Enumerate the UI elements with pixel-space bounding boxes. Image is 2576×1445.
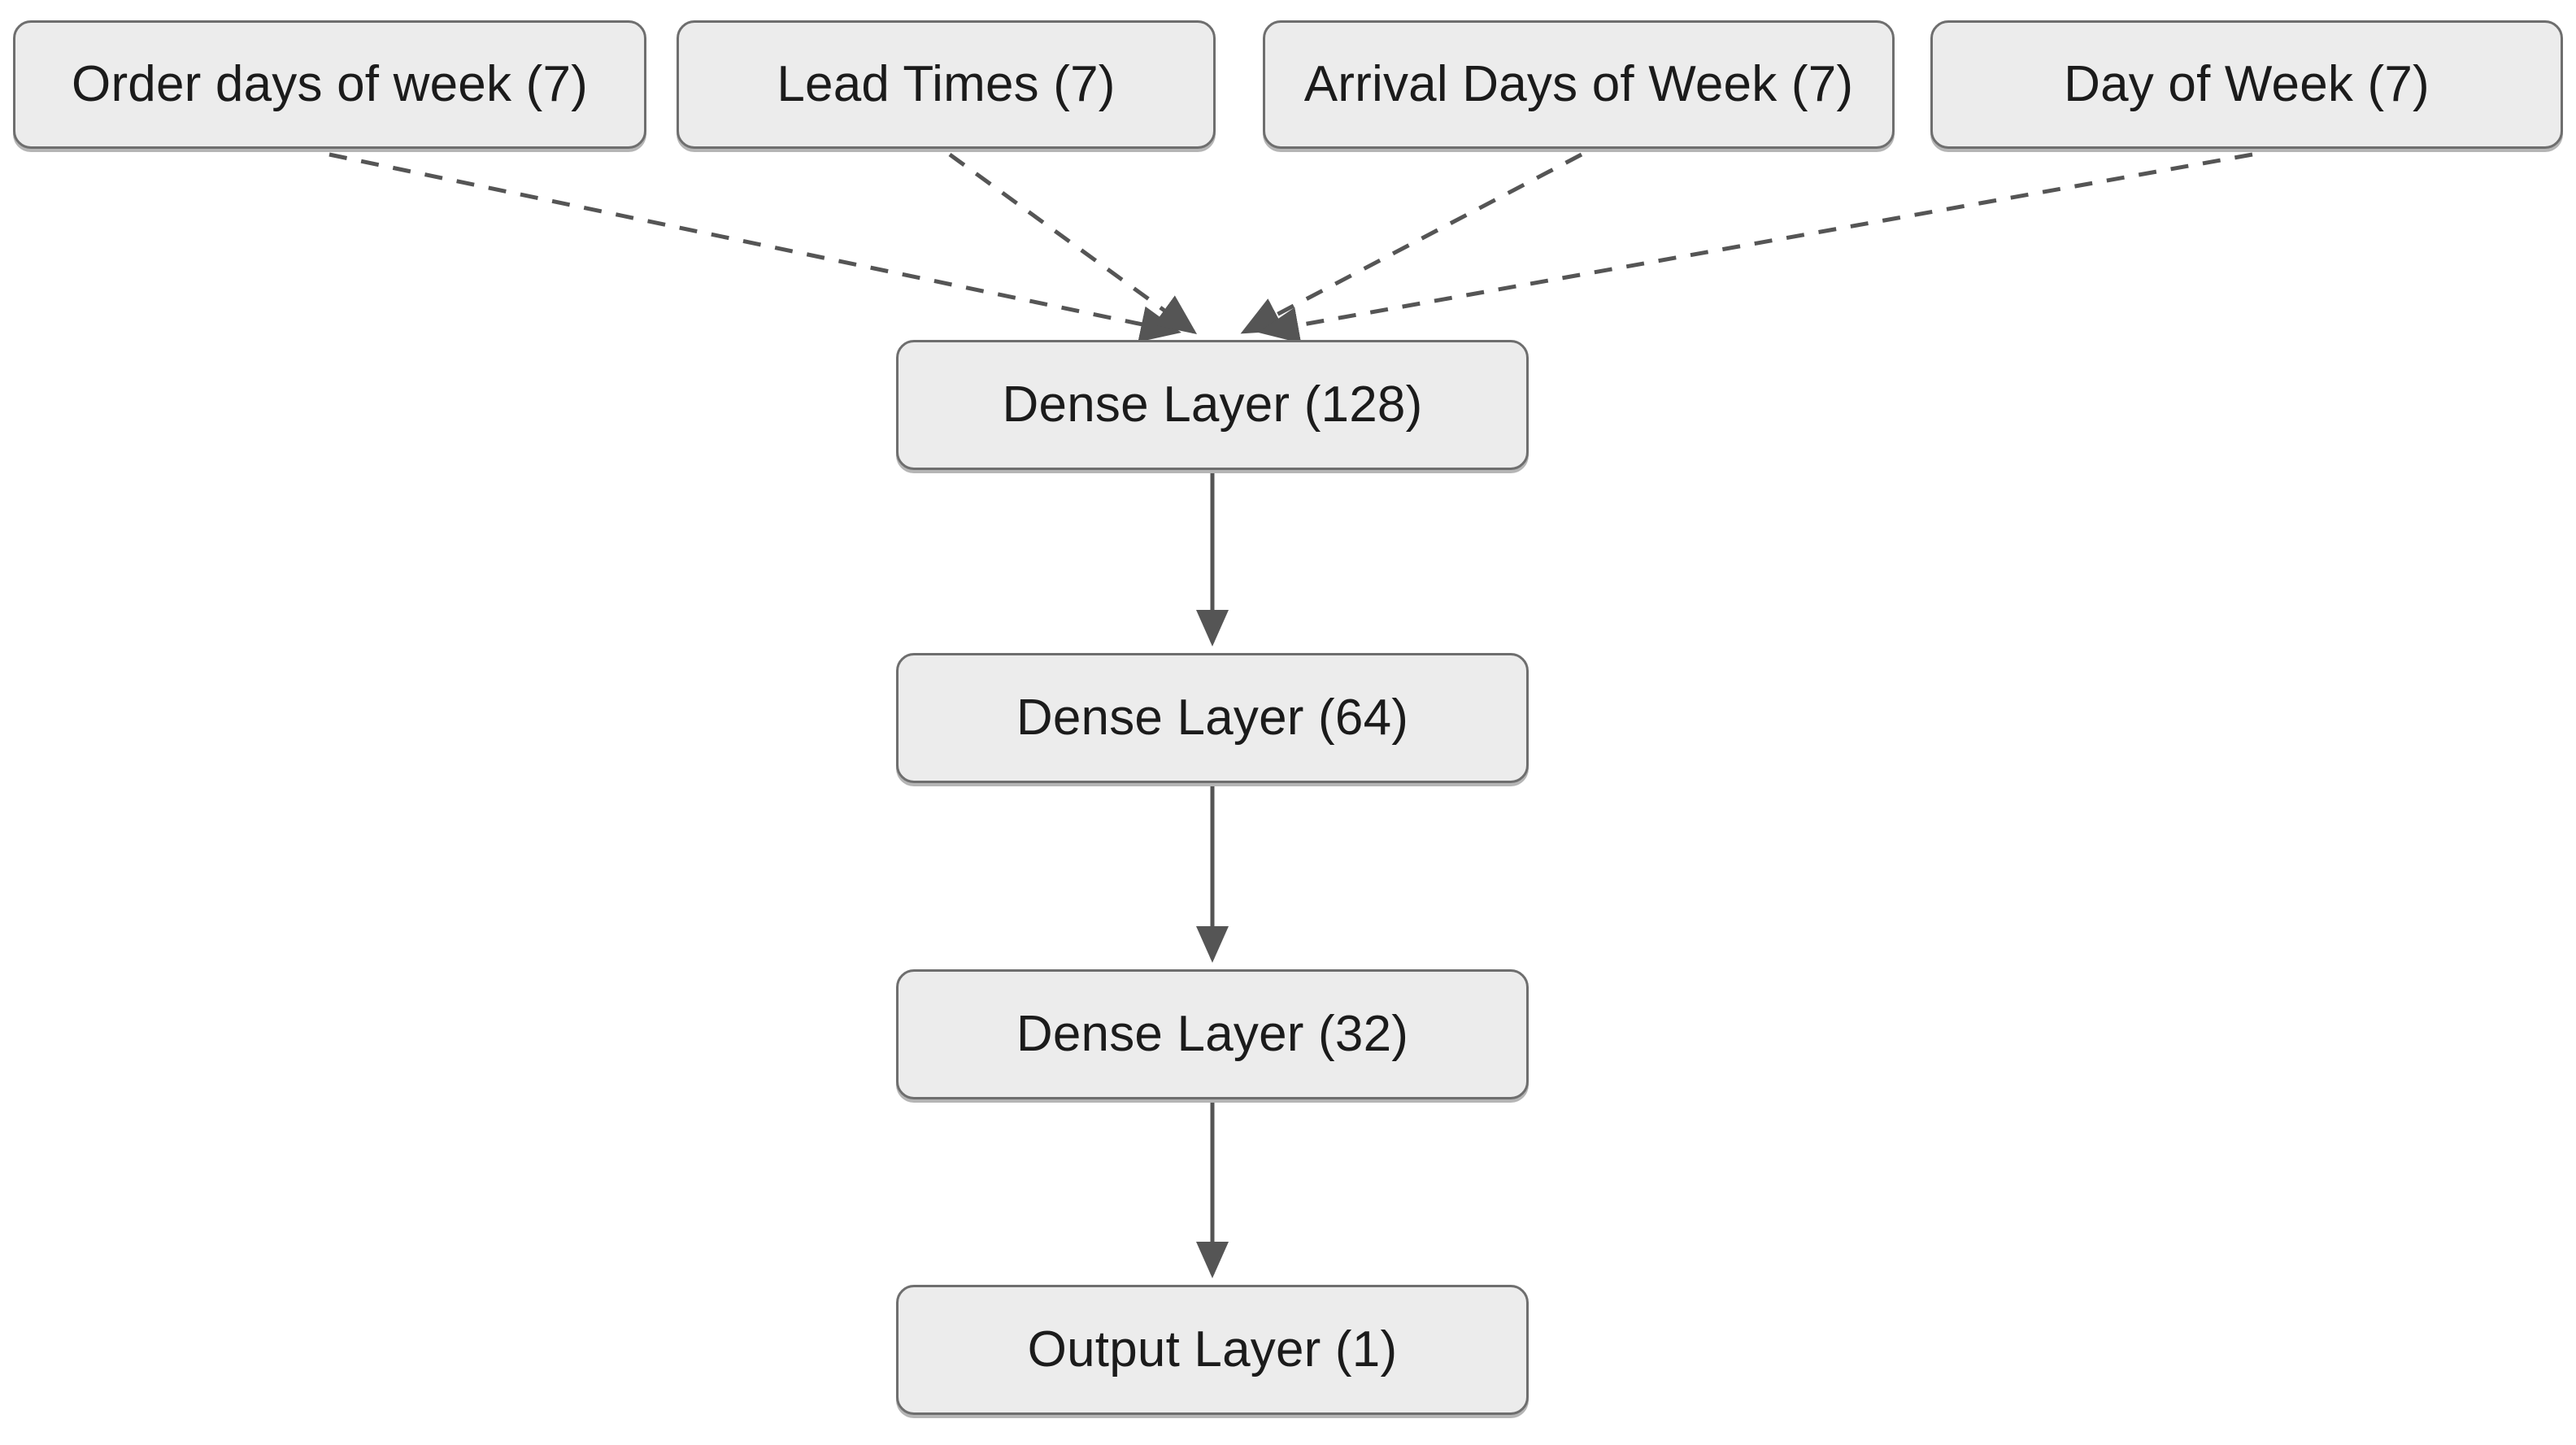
edge-arrival-days-to-dense-128 [1240, 152, 1583, 334]
node-dense-layer-32[interactable]: Dense Layer (32) [896, 969, 1529, 1099]
edge-lead-times-to-dense-128 [948, 152, 1198, 334]
node-output-layer-label: Output Layer (1) [1027, 1321, 1398, 1378]
node-output-layer[interactable]: Output Layer (1) [896, 1285, 1529, 1415]
node-arrival-days-of-week[interactable]: Arrival Days of Week (7) [1263, 20, 1895, 149]
node-dense-layer-32-label: Dense Layer (32) [1016, 1005, 1409, 1062]
node-dense-layer-64-label: Dense Layer (64) [1016, 689, 1409, 746]
node-day-of-week-label: Day of Week (7) [2064, 55, 2430, 112]
dashed-edge-group [329, 152, 2253, 344]
node-order-days-of-week[interactable]: Order days of week (7) [13, 20, 646, 149]
node-lead-times[interactable]: Lead Times (7) [677, 20, 1216, 149]
node-dense-layer-64[interactable]: Dense Layer (64) [896, 653, 1529, 783]
node-lead-times-label: Lead Times (7) [777, 55, 1116, 112]
node-dense-layer-128[interactable]: Dense Layer (128) [896, 340, 1529, 470]
node-day-of-week[interactable]: Day of Week (7) [1930, 20, 2563, 149]
node-order-days-of-week-label: Order days of week (7) [72, 55, 588, 112]
node-arrival-days-of-week-label: Arrival Days of Week (7) [1303, 55, 1854, 112]
edge-order-days-to-dense-128 [329, 152, 1181, 342]
node-dense-layer-128-label: Dense Layer (128) [1002, 376, 1423, 433]
edge-day-of-week-to-dense-128 [1258, 152, 2253, 344]
